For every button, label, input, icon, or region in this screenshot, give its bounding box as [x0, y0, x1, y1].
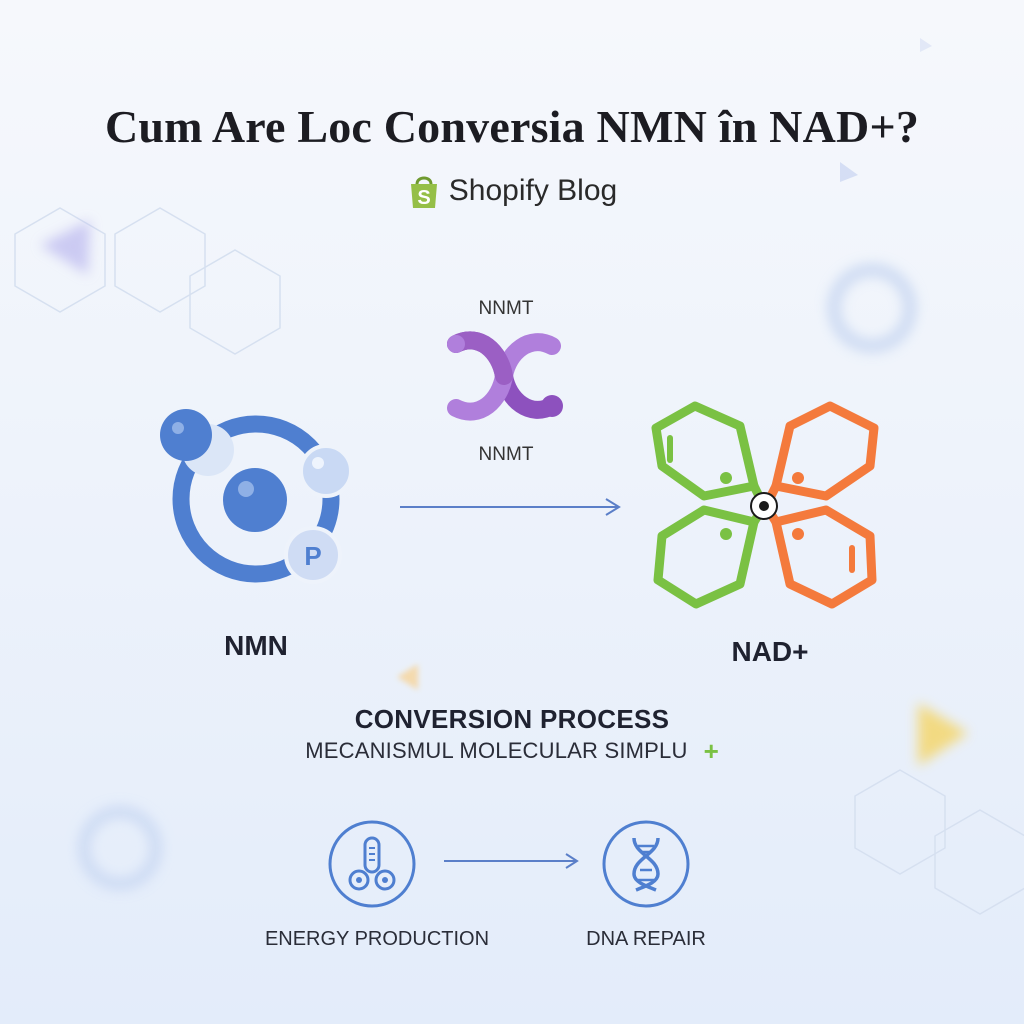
- process-heading: CONVERSION PROCESS: [354, 704, 670, 734]
- phosphate-letter: P: [304, 541, 321, 571]
- outcome-arrow: [444, 853, 579, 869]
- page-title: Cum Are Loc Conversia NMN în NAD+?: [104, 101, 920, 152]
- brand-logo-letter: S: [417, 187, 430, 209]
- dna-icon: [602, 820, 690, 908]
- plus-icon: +: [703, 736, 719, 766]
- dna-caption: DNA REPAIR: [586, 928, 706, 950]
- nmn-molecule-icon: P: [160, 409, 353, 584]
- nad-molecule-icon: [651, 401, 879, 609]
- brand-name: Shopify Blog: [448, 174, 618, 207]
- enzyme-label-bottom: NNMT: [478, 444, 534, 465]
- brand: S Shopify Blog: [0, 172, 1024, 210]
- energy-icon: [328, 820, 416, 908]
- nad-label: NAD+: [731, 636, 809, 667]
- shopify-bag-icon: S: [410, 176, 437, 209]
- process-subheading: MECANISMUL MOLECULAR SIMPLU: [305, 738, 688, 763]
- enzyme-label-top: NNMT: [478, 298, 534, 319]
- energy-caption: ENERGY PRODUCTION: [264, 928, 490, 950]
- conversion-arrow: [400, 498, 621, 516]
- process-subheading-row: MECANISMUL MOLECULAR SIMPLU +: [0, 738, 1024, 764]
- nmn-label: NMN: [224, 630, 288, 661]
- enzyme-knot-icon: [447, 331, 563, 421]
